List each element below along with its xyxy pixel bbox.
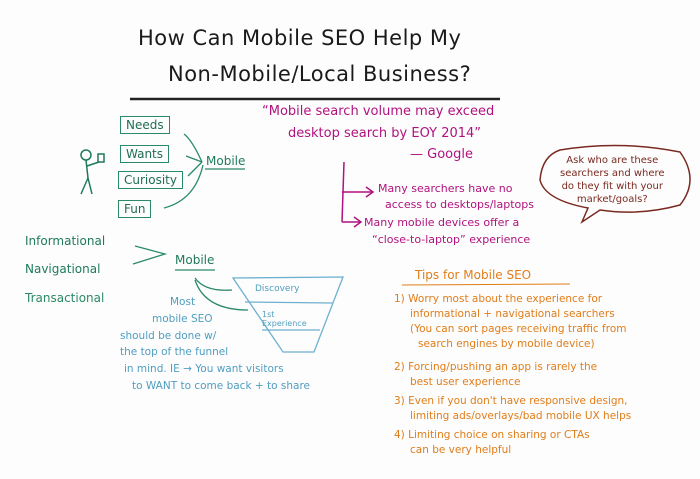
bubble-text: Ask who are these searchers and where do… [560,154,665,206]
speech-bubble [539,144,691,225]
tip-4: 4) Limiting choice on sharing or CTAs [394,428,631,443]
mobile-arrows [132,133,249,311]
quote-source: — Google [410,147,473,162]
mobile-label: Mobile [206,154,246,168]
funnel-discovery: Discovery [255,284,300,294]
tips-list: 1) Worry most about the experience for i… [394,292,631,458]
tips-title: Tips for Mobile SEO [415,268,532,282]
point1-line1: Many searchers have no [378,182,513,195]
tip-num: 4) [394,429,405,441]
point2-line2: “close-to-laptop” experience [372,233,531,246]
funnel-shape [231,276,344,353]
note-line: in mind. IE → You want visitors [124,363,284,375]
note-line: mobile SEO [152,313,213,325]
bracket-arrows [341,161,375,228]
search-type-transactional: Transactional [25,291,105,305]
stick-figure-icon [80,149,105,195]
tip-line: search engines by mobile device) [418,338,595,350]
tip-line: Even if you don't have responsive design… [408,395,628,407]
tip-num: 2) [394,361,405,373]
note-line: to WANT to come back + to share [132,380,310,392]
quote-line2: desktop search by EOY 2014” [288,126,482,141]
search-type-navigational: Navigational [25,262,101,276]
tip-3: 3) Even if you don't have responsive des… [394,394,631,409]
tip-line: can be very helpful [410,444,512,456]
bubble-line: searchers and where [560,168,665,179]
point2-line1: Many mobile devices offer a [364,216,520,229]
note-line: should be done w/ [120,330,217,342]
box-needs: Needs [120,116,170,134]
tip-line: Forcing/pushing an app is rarely the [408,361,598,373]
note-line: Most [170,296,196,308]
point1-line2: access to desktops/laptops [385,198,534,211]
search-mobile-label: Mobile [175,253,215,267]
tip-1: 1) Worry most about the experience for [394,292,631,307]
bubble-line: market/goals? [576,194,648,205]
tip-line: informational + navigational searchers [410,308,615,320]
search-type-informational: Informational [25,234,106,248]
box-wants: Wants [120,145,170,163]
tip-line: Worry most about the experience for [408,293,603,305]
bubble-line: do they fit with your [561,181,663,192]
title-line1: How Can Mobile SEO Help My [138,26,462,50]
bubble-line: Ask who are these [566,155,659,166]
funnel-first-experience: 1st Experience [262,310,307,328]
box-fun: Fun [118,200,152,218]
tip-num: 1) [394,293,405,305]
tip-line: (You can sort pages receiving traffic fr… [410,323,627,335]
tip-line: limiting ads/overlays/bad mobile UX help… [410,410,632,422]
title-line2: Non-Mobile/Local Business? [168,62,472,86]
box-curiosity: Curiosity [118,171,183,189]
note-line: the top of the funnel [120,346,229,358]
tip-num: 3) [394,395,405,407]
tip-2: 2) Forcing/pushing an app is rarely the [394,360,631,375]
tip-line: Limiting choice on sharing or CTAs [408,429,590,441]
quote-line1: “Mobile search volume may exceed [262,104,495,119]
tip-line: best user experience [410,376,521,388]
tips-underline [401,283,571,286]
